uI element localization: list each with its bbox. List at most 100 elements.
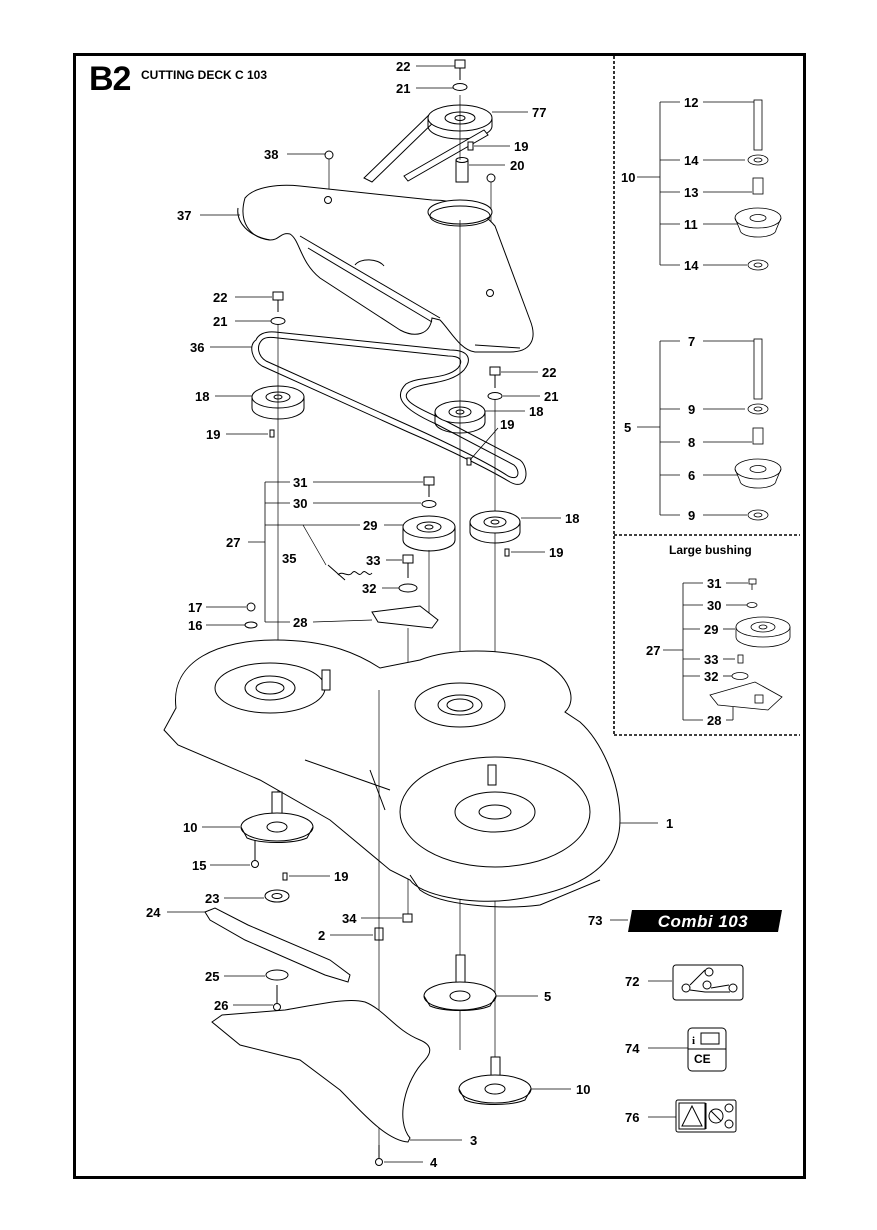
inset-callout-13[interactable]: 13 [684, 185, 699, 200]
callout-37[interactable]: 37 [177, 208, 192, 223]
inset-callout-28[interactable]: 28 [707, 713, 722, 728]
callout-10[interactable]: 10 [576, 1082, 591, 1097]
callout-25[interactable]: 25 [205, 969, 220, 984]
callout-20[interactable]: 20 [510, 158, 525, 173]
part-17-nut [246, 602, 256, 612]
callout-36[interactable]: 36 [190, 340, 205, 355]
callout-38[interactable]: 38 [264, 147, 279, 162]
inset-callout-29[interactable]: 29 [704, 622, 719, 637]
callout-3[interactable]: 3 [470, 1133, 478, 1148]
svg-text:i: i [692, 1035, 695, 1047]
callout-74[interactable]: 74 [625, 1041, 640, 1056]
inset-callout-12[interactable]: 12 [684, 95, 699, 110]
callout-19[interactable]: 19 [206, 427, 221, 442]
callout-22[interactable]: 22 [213, 290, 228, 305]
part-5-spindle-bottom [423, 954, 497, 1011]
part-21-washer-left [270, 317, 286, 325]
inset-title-large-bushing: Large bushing [669, 543, 752, 557]
part-4-bolt [375, 1145, 383, 1166]
part-10-spindle-bottom [458, 1056, 532, 1105]
part-19-key-right [504, 548, 510, 557]
inset-callout-30[interactable]: 30 [707, 598, 722, 613]
part-25-washer [265, 969, 289, 981]
callout-18[interactable]: 18 [529, 404, 544, 419]
inset-callout-33[interactable]: 33 [704, 652, 719, 667]
part-24-blade [204, 907, 351, 983]
callout-22[interactable]: 22 [396, 59, 411, 74]
callout-19[interactable]: 19 [500, 417, 515, 432]
inset-callout-14[interactable]: 14 [684, 153, 699, 168]
callout-18[interactable]: 18 [195, 389, 210, 404]
callout-31[interactable]: 31 [293, 475, 308, 490]
decal-76-warning [675, 1099, 737, 1133]
inset-callout-10[interactable]: 10 [621, 170, 636, 185]
callout-23[interactable]: 23 [205, 891, 220, 906]
part-37-belt-cover [237, 184, 534, 353]
inset-callout-27[interactable]: 27 [646, 643, 661, 658]
callout-26[interactable]: 26 [214, 998, 229, 1013]
part-22-bolt-left [272, 291, 284, 312]
part-21-washer-top [452, 83, 468, 91]
callout-18[interactable]: 18 [565, 511, 580, 526]
part-19-key-left [269, 429, 275, 438]
inset-callout-8[interactable]: 8 [688, 435, 696, 450]
callout-76[interactable]: 76 [625, 1110, 640, 1125]
inset-callout-9[interactable]: 9 [688, 402, 696, 417]
callout-77[interactable]: 77 [532, 105, 547, 120]
callout-73[interactable]: 73 [588, 913, 603, 928]
callout-16[interactable]: 16 [188, 618, 203, 633]
callout-17[interactable]: 17 [188, 600, 203, 615]
callout-21[interactable]: 21 [544, 389, 559, 404]
inset-callout-11[interactable]: 11 [684, 217, 698, 232]
callout-5[interactable]: 5 [544, 989, 552, 1004]
callout-24[interactable]: 24 [146, 905, 161, 920]
callout-35[interactable]: 35 [282, 551, 297, 566]
part-19-key-low [282, 872, 288, 881]
part-19-key-mid [466, 457, 472, 466]
part-19-key-top [467, 141, 474, 151]
callout-1[interactable]: 1 [666, 816, 674, 831]
inset-spindle-5 [637, 338, 782, 521]
callout-15[interactable]: 15 [192, 858, 207, 873]
leader-lines [167, 65, 688, 1163]
decal-74-ce-mark: CE [694, 1052, 711, 1066]
inset-callout-32[interactable]: 32 [704, 669, 719, 684]
part-35-spring [327, 564, 373, 581]
callout-19[interactable]: 19 [514, 139, 529, 154]
callout-10[interactable]: 10 [183, 820, 198, 835]
callout-19[interactable]: 19 [334, 869, 349, 884]
callout-28[interactable]: 28 [293, 615, 308, 630]
callout-22[interactable]: 22 [542, 365, 557, 380]
section-title: CUTTING DECK C 103 [141, 68, 268, 82]
callout-29[interactable]: 29 [363, 518, 378, 533]
inset-callout-6[interactable]: 6 [688, 468, 696, 483]
callout-34[interactable]: 34 [342, 911, 357, 926]
callout-21[interactable]: 21 [213, 314, 228, 329]
section-code: B2 [89, 60, 131, 98]
callout-21[interactable]: 21 [396, 81, 411, 96]
callout-4[interactable]: 4 [430, 1155, 438, 1170]
part-34-nut [402, 913, 413, 923]
part-33-bolt [402, 554, 414, 578]
part-16-washer [244, 621, 258, 629]
callout-72[interactable]: 72 [625, 974, 640, 989]
decal-73-combi: Combi 103 [628, 909, 782, 933]
inset-callout-7[interactable]: 7 [688, 334, 696, 349]
inset-callout-31[interactable]: 31 [707, 576, 722, 591]
callout-33[interactable]: 33 [366, 553, 381, 568]
inset-callout-9[interactable]: 9 [688, 508, 696, 523]
part-18-pulley-right [469, 510, 521, 544]
callout-19[interactable]: 19 [549, 545, 564, 560]
callout-32[interactable]: 32 [362, 581, 377, 596]
inset-callout-5[interactable]: 5 [624, 420, 632, 435]
inset-callout-14[interactable]: 14 [684, 258, 699, 273]
callout-27[interactable]: 27 [226, 535, 241, 550]
callout-2[interactable]: 2 [318, 928, 326, 943]
inset-large-bushing-27 [663, 578, 791, 721]
callout-30[interactable]: 30 [293, 496, 308, 511]
part-15-bolt [251, 840, 259, 868]
part-23-bearing [264, 889, 290, 903]
part-3-blade-guard [211, 999, 431, 1143]
decal-72-belt-diagram [672, 964, 744, 1001]
